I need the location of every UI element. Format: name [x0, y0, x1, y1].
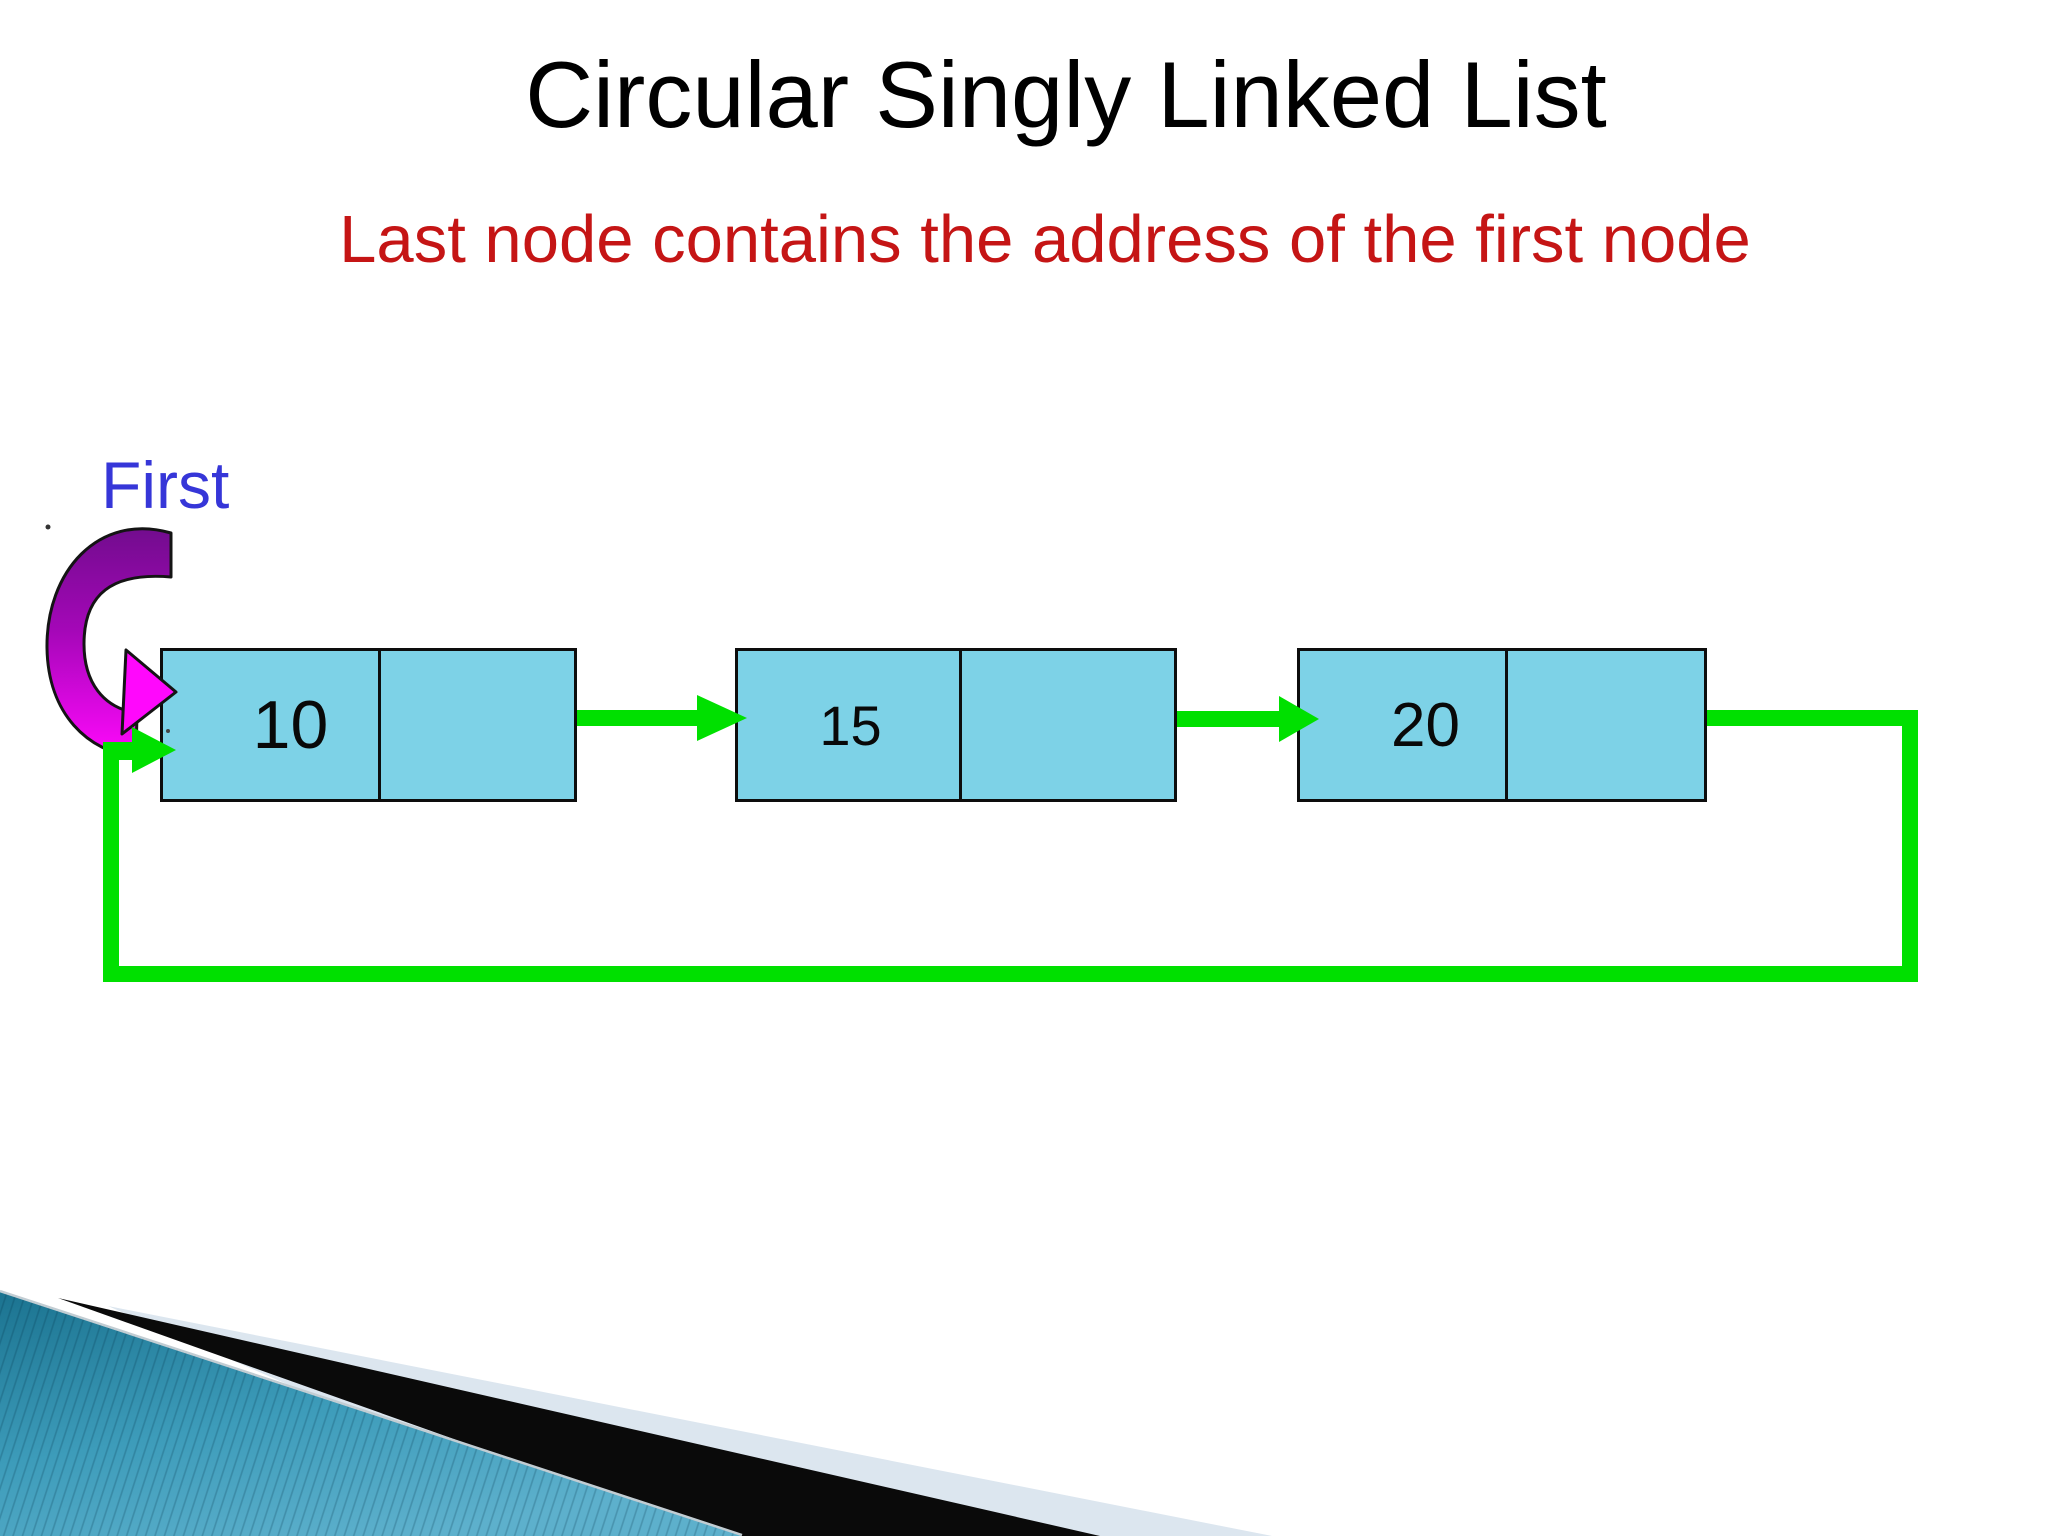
subtitle-row: Last node contains the address of the fi… — [0, 206, 2048, 273]
node-3-data-cell: 20 — [1300, 651, 1505, 799]
first-curved-arrow-icon — [45, 527, 178, 759]
ribbon-black-band — [58, 1298, 1100, 1536]
list-node-1: 10 — [160, 648, 577, 802]
first-pointer-label: First — [101, 448, 230, 522]
node-1-value: 10 — [252, 687, 329, 763]
node-2-data-cell: 15 — [738, 651, 959, 799]
list-node-2: 15 — [735, 648, 1177, 802]
title-row: Circular Singly Linked List — [0, 48, 2048, 142]
node-1-data-cell: 10 — [163, 651, 378, 799]
ribbon-teal-wedge — [0, 1292, 742, 1536]
node-3-next-pointer-cell — [1505, 651, 1704, 799]
ribbon-light-wedge — [108, 1306, 1272, 1536]
ribbon-teal-stripes — [0, 1292, 742, 1536]
node-2-next-pointer-cell — [959, 651, 1174, 799]
node-3-value: 20 — [1391, 690, 1460, 760]
node-1-next-pointer-cell — [378, 651, 574, 799]
node-2-value: 15 — [819, 693, 882, 757]
page-title: Circular Singly Linked List — [525, 42, 1607, 147]
slide-subtitle: Last node contains the address of the fi… — [339, 202, 1751, 277]
stray-dot-1 — [45, 524, 51, 530]
list-node-3: 20 — [1297, 648, 1707, 802]
ribbon-edge-highlight — [0, 1289, 743, 1536]
next-arrow-1-icon — [577, 695, 747, 741]
